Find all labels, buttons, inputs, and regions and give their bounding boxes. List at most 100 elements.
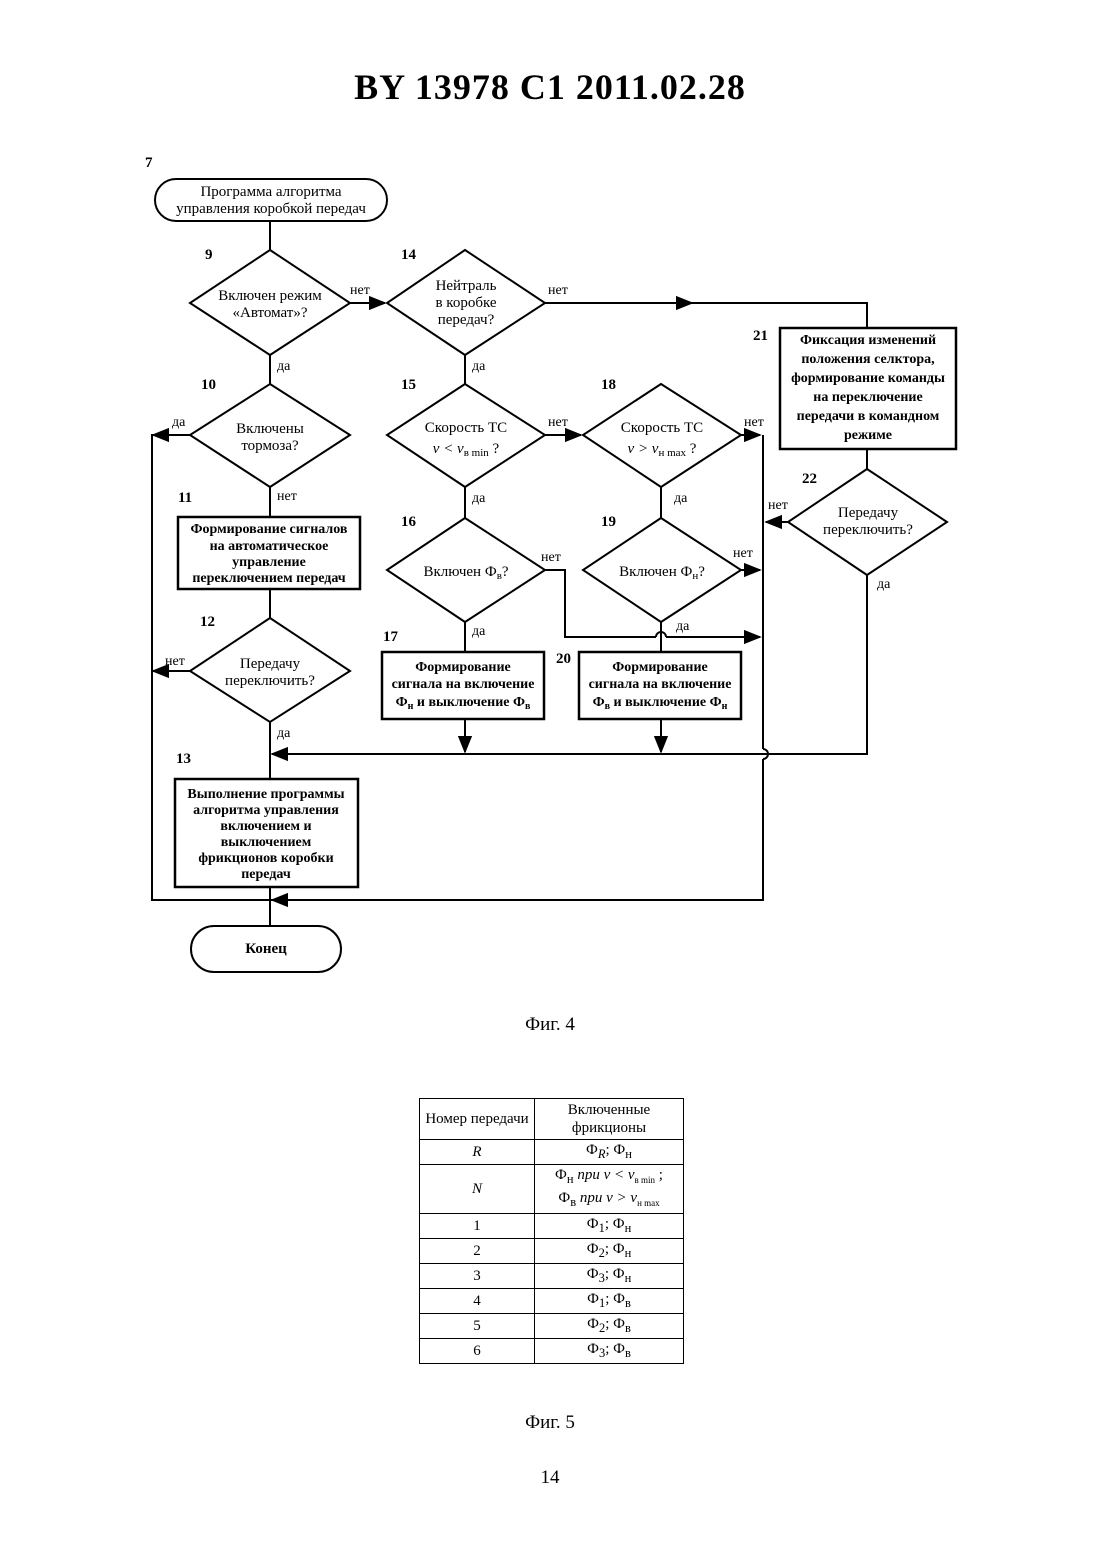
- gear-cell: 1: [420, 1214, 535, 1239]
- gear-cell: 6: [420, 1339, 535, 1364]
- table-row: 3 Ф3; Фн: [420, 1264, 684, 1289]
- gear-cell: 2: [420, 1239, 535, 1264]
- decision-15-expression: v < vв min ?: [433, 441, 500, 459]
- decision-16-text: Включен Фв?: [423, 564, 508, 582]
- label-yes-10: да: [172, 415, 186, 430]
- friction-cell: Ф1; Фв: [535, 1289, 684, 1314]
- end-text: Конец: [245, 941, 287, 957]
- label-yes-14: да: [472, 359, 486, 374]
- decision-12-line-2: переключить?: [225, 673, 315, 689]
- process-11-line-2: на автоматическое: [210, 539, 329, 554]
- label-yes-18: да: [674, 491, 688, 506]
- label-no-16: нет: [541, 550, 561, 565]
- node-number-16: 16: [401, 514, 417, 530]
- node-number-20: 20: [556, 651, 571, 667]
- node-number-9: 9: [205, 247, 213, 263]
- table-row: 5 Ф2; Фв: [420, 1314, 684, 1339]
- label-yes-15: да: [472, 491, 486, 506]
- table-row: N Фн при v < vв min ; Фв при v > vн max: [420, 1165, 684, 1214]
- decision-10-line-2: тормоза?: [241, 438, 299, 454]
- process-21-line-1: Фиксация изменений: [800, 333, 936, 348]
- label-yes-12: да: [277, 726, 291, 741]
- process-13-line-5: фрикционов коробки: [198, 851, 333, 866]
- figure-4-caption: Фиг. 4: [0, 1014, 1100, 1036]
- process-11-line-3: управление: [232, 555, 306, 570]
- friction-cell: Ф3; Фв: [535, 1339, 684, 1364]
- decision-19-text: Включен Фн?: [619, 564, 705, 582]
- process-21-line-3: формирование команды: [791, 371, 945, 386]
- decision-12-line-1: Передачу: [240, 656, 301, 672]
- flowchart: 7 9 10 11 12 13 14 15 16 17 18 19 20 21 …: [0, 0, 1100, 1000]
- start-text-line-2: управления коробкой передач: [176, 201, 366, 217]
- process-13-line-4: выключением: [221, 835, 312, 850]
- label-yes-9: да: [277, 359, 291, 374]
- label-no-18: нет: [744, 415, 764, 430]
- node-number-21: 21: [753, 328, 768, 344]
- node-number-17: 17: [383, 629, 399, 645]
- gear-cell: 3: [420, 1264, 535, 1289]
- node-number-22: 22: [802, 471, 817, 487]
- process-21-line-5: передачи в командном: [797, 409, 940, 424]
- node-number-10: 10: [201, 377, 216, 393]
- node-number-19: 19: [601, 514, 616, 530]
- process-21-line-4: на переключение: [813, 390, 922, 405]
- gear-cell: N: [420, 1165, 535, 1214]
- start-text-line-1: Программа алгоритма: [200, 184, 341, 200]
- process-20-line-3: Фв и выключение Фн: [593, 695, 728, 712]
- page-number: 14: [0, 1467, 1100, 1489]
- process-11-line-1: Формирование сигналов: [191, 522, 348, 537]
- node-number-18: 18: [601, 377, 616, 393]
- table-row: 2 Ф2; Фн: [420, 1239, 684, 1264]
- decision-22-line-1: Передачу: [838, 505, 899, 521]
- gear-cell: 5: [420, 1314, 535, 1339]
- node-number-7: 7: [145, 155, 153, 171]
- table-row: 6 Ф3; Фв: [420, 1339, 684, 1364]
- label-no-15: нет: [548, 415, 568, 430]
- process-13-line-2: алгоритма управления: [193, 803, 339, 818]
- decision-14-line-1: Нейтраль: [436, 278, 497, 294]
- decision-18-expression: v > vн max ?: [628, 441, 697, 459]
- node-number-11: 11: [178, 490, 192, 506]
- friction-cell: Ф3; Фн: [535, 1264, 684, 1289]
- process-17-line-3: Фн и выключение Фв: [396, 695, 531, 712]
- column-header-gear: Номер передачи: [420, 1099, 535, 1140]
- label-no-9: нет: [350, 283, 370, 298]
- node-number-13: 13: [176, 751, 191, 767]
- label-no-14: нет: [548, 283, 568, 298]
- decision-14-line-2: в коробке: [435, 295, 496, 311]
- process-17-line-1: Формирование: [415, 660, 511, 675]
- node-number-14: 14: [401, 247, 417, 263]
- process-20-line-2: сигнала на включение: [589, 677, 732, 692]
- table-header-row: Номер передачи Включенные фрикционы: [420, 1099, 684, 1140]
- process-13-line-1: Выполнение программы: [187, 787, 344, 802]
- gear-cell: 4: [420, 1289, 535, 1314]
- label-no-22: нет: [768, 498, 788, 513]
- process-21-line-6: режиме: [844, 428, 892, 443]
- process-13-line-3: включением и: [220, 819, 311, 834]
- decision-15-line-1: Скорость ТС: [425, 420, 507, 436]
- gear-friction-table: Номер передачи Включенные фрикционы R ФR…: [419, 1098, 684, 1364]
- friction-cell: Ф1; Фн: [535, 1214, 684, 1239]
- label-yes-19: да: [676, 619, 690, 634]
- process-13-line-6: передач: [241, 867, 291, 882]
- process-21-line-2: положения селктора,: [801, 352, 934, 367]
- decision-10-line-1: Включены: [236, 421, 304, 437]
- label-no-10: нет: [277, 489, 297, 504]
- decision-18-line-1: Скорость ТС: [621, 420, 703, 436]
- label-no-12: нет: [165, 654, 185, 669]
- process-20-line-1: Формирование: [612, 660, 708, 675]
- friction-cell: Фн при v < vв min ; Фв при v > vн max: [535, 1165, 684, 1214]
- friction-cell: Ф2; Фн: [535, 1239, 684, 1264]
- friction-cell: Ф2; Фв: [535, 1314, 684, 1339]
- decision-22-line-2: переключить?: [823, 522, 913, 538]
- table-row: 4 Ф1; Фв: [420, 1289, 684, 1314]
- label-no-19: нет: [733, 546, 753, 561]
- node-number-12: 12: [200, 614, 215, 630]
- table-row: 1 Ф1; Фн: [420, 1214, 684, 1239]
- label-yes-16: да: [472, 624, 486, 639]
- decision-14-line-3: передач?: [438, 312, 495, 328]
- gear-cell: R: [420, 1140, 535, 1165]
- process-17-line-2: сигнала на включение: [392, 677, 535, 692]
- decision-9-line-1: Включен режим: [218, 288, 322, 304]
- node-number-15: 15: [401, 377, 416, 393]
